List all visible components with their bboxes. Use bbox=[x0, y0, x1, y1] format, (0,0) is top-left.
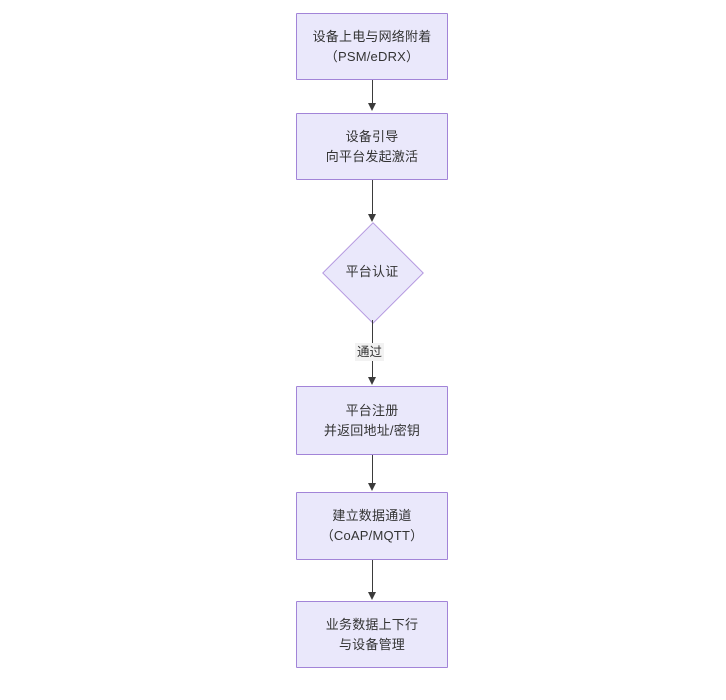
flow-node-data-channel[interactable]: 建立数据通道 （CoAP/MQTT） bbox=[296, 492, 448, 560]
flow-node-platform-authentication[interactable]: 平台认证 bbox=[322, 221, 424, 324]
flow-node-label: 平台注册 并返回地址/密钥 bbox=[323, 402, 421, 438]
flow-edge-label-pass: 通过 bbox=[355, 343, 385, 361]
flow-node-label: 设备上电与网络附着 （PSM/eDRX） bbox=[312, 28, 432, 64]
flow-node-device-power-on[interactable]: 设备上电与网络附着 （PSM/eDRX） bbox=[296, 13, 448, 80]
flow-edge-n5-n6-arrowhead bbox=[367, 592, 376, 600]
flow-node-platform-registration[interactable]: 平台注册 并返回地址/密钥 bbox=[296, 386, 448, 455]
flow-node-label: 业务数据上下行 与设备管理 bbox=[325, 616, 419, 652]
flow-node-label: 建立数据通道 （CoAP/MQTT） bbox=[320, 508, 424, 543]
flow-edge-n5-n6-line bbox=[371, 560, 373, 593]
flow-edge-n2-n3-arrowhead bbox=[367, 214, 376, 222]
flow-node-business-data[interactable]: 业务数据上下行 与设备管理 bbox=[296, 601, 448, 668]
flow-node-label: 平台认证 bbox=[345, 263, 399, 279]
flow-edge-n1-n2-arrowhead bbox=[367, 103, 376, 111]
flow-edge-n2-n3-line bbox=[371, 180, 373, 215]
flow-edge-n1-n2-line bbox=[371, 80, 373, 104]
flow-edge-n4-n5-arrowhead bbox=[367, 483, 376, 491]
flow-node-label: 设备引导 向平台发起激活 bbox=[325, 128, 419, 164]
flow-edge-n4-n5-line bbox=[371, 455, 373, 484]
flow-node-device-bootstrap[interactable]: 设备引导 向平台发起激活 bbox=[296, 113, 448, 180]
flow-edge-n3-n4-arrowhead bbox=[367, 377, 376, 385]
